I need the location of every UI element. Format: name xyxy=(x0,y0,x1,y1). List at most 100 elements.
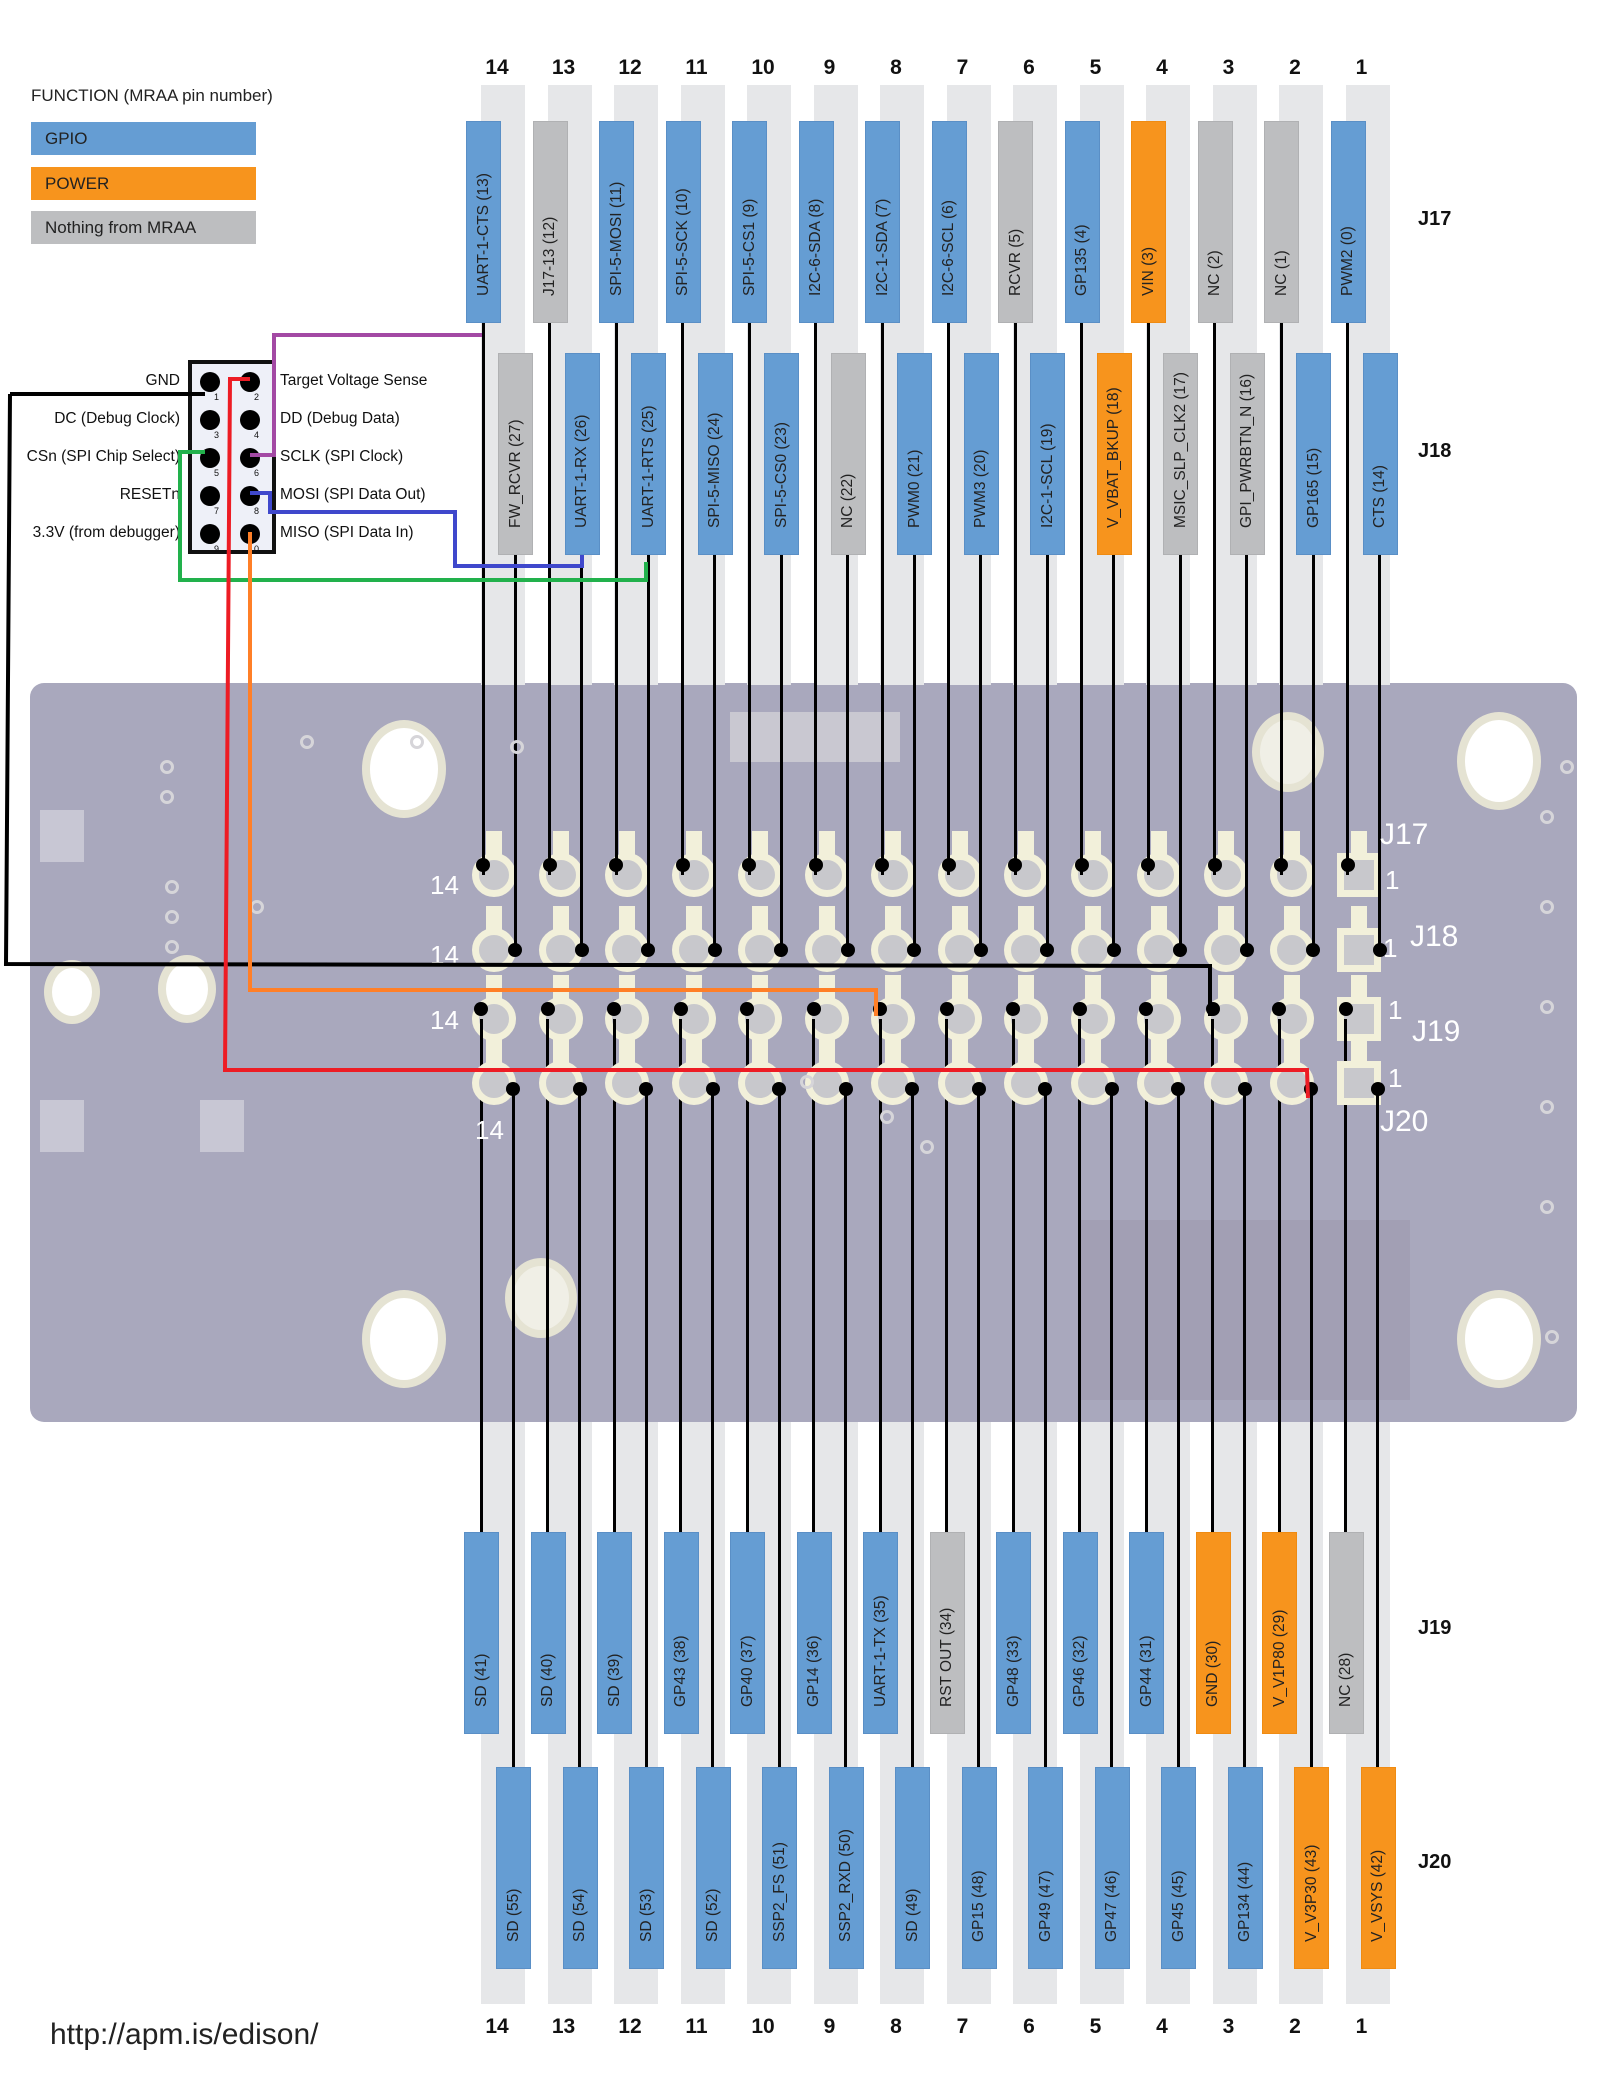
silk-j19: J19 xyxy=(1412,1015,1461,1048)
pin-wire xyxy=(812,1019,815,1532)
pad-tab xyxy=(951,1039,968,1065)
pin-wire xyxy=(846,555,849,950)
pin-dot xyxy=(1006,1002,1020,1016)
pin-wire xyxy=(1112,555,1115,950)
column-number-bottom: 1 xyxy=(1355,2015,1368,2038)
connector-label-j20: J20 xyxy=(1418,1851,1452,1873)
pin-label-j17-1: PWM2 (0) xyxy=(1330,121,1366,323)
via xyxy=(160,790,174,804)
pin-label-j18-5: V_VBAT_BKUP (18) xyxy=(1096,353,1132,555)
wire-csn xyxy=(178,450,648,582)
pin-dot xyxy=(1239,943,1254,957)
pin-dot xyxy=(641,943,655,957)
column-number-top: 3 xyxy=(1222,56,1235,79)
pin-label-j19-4: GP44 (31) xyxy=(1129,1532,1164,1734)
debug-pin-number: 2 xyxy=(254,392,260,402)
column-number-top: 12 xyxy=(618,56,642,79)
column-number-top: 5 xyxy=(1089,56,1102,79)
pad-tab xyxy=(1350,831,1367,857)
pin-wire xyxy=(777,1083,781,1767)
pin-wire xyxy=(977,1083,980,1767)
silk-j19-pin14: 14 xyxy=(430,1005,459,1035)
pin-dot xyxy=(840,943,855,957)
pad-tab xyxy=(1284,975,1300,1001)
pin-dot xyxy=(774,943,788,957)
connector-label-j18: J18 xyxy=(1418,440,1452,462)
pin-label-j17-4: VIN (3) xyxy=(1131,121,1166,323)
connector-label-j17: J17 xyxy=(1418,208,1452,230)
silk-j20-pin1: 1 xyxy=(1388,1063,1403,1093)
debug-left-label: 3.3V (from debugger) xyxy=(32,524,180,541)
footer-url[interactable]: http://apm.is/edison/ xyxy=(50,2018,319,2051)
silk-j18-pin1: 1 xyxy=(1383,933,1398,963)
wire-vsense xyxy=(222,377,1310,1099)
debug-pin-number: 1 xyxy=(214,392,220,402)
pin-dot xyxy=(474,1002,488,1016)
pin-wire xyxy=(546,1019,549,1532)
pin-wire xyxy=(880,323,884,875)
pin-label-j18-3: GPI_PWRBTN_N (16) xyxy=(1229,353,1265,555)
pad-tab xyxy=(619,1039,635,1065)
debug-pin-number: 4 xyxy=(254,430,260,440)
pin-label-j18-4: MSIC_SLP_CLK2 (17) xyxy=(1163,353,1198,555)
pin-wire xyxy=(1243,1083,1246,1767)
pin-label-j18-7: PWM3 (20) xyxy=(963,353,999,555)
pin-dot xyxy=(1072,1002,1087,1016)
debug-pin-number: 6 xyxy=(254,468,260,478)
pin-label-j19-3: GND (30) xyxy=(1195,1532,1231,1734)
pin-dot xyxy=(772,1082,786,1096)
pad-tab xyxy=(1018,906,1034,932)
pin-label-j17-2: NC (1) xyxy=(1264,121,1299,323)
via xyxy=(510,740,524,754)
pin-dot xyxy=(808,858,823,872)
pin-dot xyxy=(1038,1082,1052,1096)
pin-wire xyxy=(612,1019,616,1532)
pin-label-j20-13: SD (54) xyxy=(562,1767,598,1969)
column-number-bottom: 5 xyxy=(1089,2015,1102,2038)
debug-right-label: DD (Debug Data) xyxy=(280,410,400,427)
pin-wire xyxy=(713,555,716,950)
pad-tab xyxy=(486,1039,502,1065)
debug-left-label: RESETn xyxy=(119,486,180,503)
pin-wire xyxy=(679,1019,682,1532)
pin-wire xyxy=(1344,1019,1347,1532)
pin-wire xyxy=(1144,1019,1148,1532)
column-number-bottom: 14 xyxy=(485,2015,509,2038)
via xyxy=(1540,900,1554,914)
pad-tab xyxy=(752,906,768,932)
column-number-bottom: 11 xyxy=(685,2015,708,2038)
column-number-top: 10 xyxy=(751,56,775,79)
column-number-bottom: 4 xyxy=(1156,2015,1168,2038)
pin-label-j20-14: SD (55) xyxy=(496,1767,531,1969)
pad-tab xyxy=(619,906,635,932)
pad-tab xyxy=(752,831,768,857)
wire-sclk xyxy=(250,333,482,457)
pin-label-j20-1: V_VSYS (42) xyxy=(1360,1767,1396,1969)
debug-right-label: Target Voltage Sense xyxy=(280,372,428,389)
connector-label-j19: J19 xyxy=(1418,1617,1452,1639)
pin-wire xyxy=(1213,323,1216,875)
pin-dot xyxy=(542,858,557,872)
pin-wire xyxy=(479,1019,483,1532)
column-number-top: 9 xyxy=(823,56,836,79)
pin-label-j19-6: GP48 (33) xyxy=(996,1532,1031,1734)
pin-dot xyxy=(875,858,889,872)
column-number-bottom: 8 xyxy=(890,2015,902,2038)
pad-tab xyxy=(1151,906,1167,932)
pin-dot xyxy=(639,1082,653,1096)
pin-wire xyxy=(580,555,583,950)
pin-label-j20-3: GP134 (44) xyxy=(1227,1767,1263,1969)
pin-wire xyxy=(1078,1019,1081,1532)
pin-label-j19-13: SD (40) xyxy=(530,1532,566,1734)
pad-tab xyxy=(685,1039,702,1065)
pin-wire xyxy=(910,1083,914,1767)
silk-j20-pin14: 14 xyxy=(475,1115,504,1145)
pin-wire xyxy=(1011,1019,1015,1532)
pin-label-j18-2: GP165 (15) xyxy=(1296,353,1331,555)
silk-j20: J20 xyxy=(1380,1105,1429,1138)
pad-tab xyxy=(818,831,835,857)
pin-label-j17-14: UART-1-CTS (13) xyxy=(466,121,501,323)
pin-dot xyxy=(572,1082,587,1096)
pin-dot xyxy=(1106,943,1121,957)
